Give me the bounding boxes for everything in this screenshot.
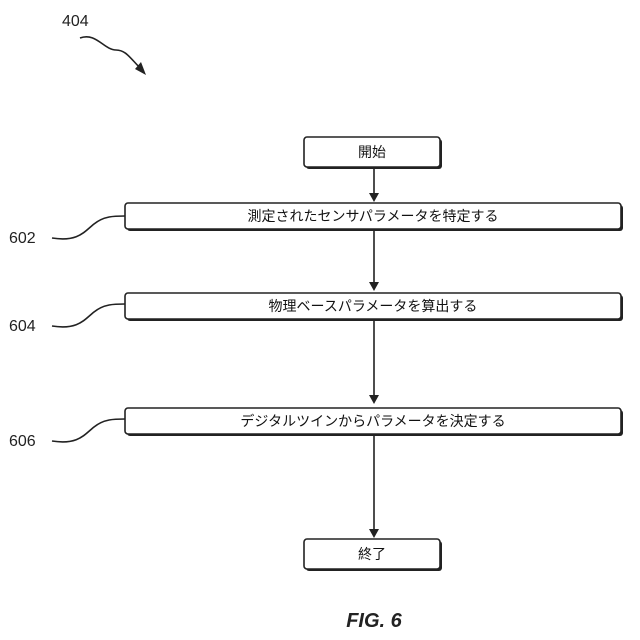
step-ref-606: 606 xyxy=(9,433,36,450)
leader-604 xyxy=(52,304,125,327)
end-label: 終了 xyxy=(358,547,386,563)
figure-ref-squiggle xyxy=(80,37,142,70)
arrowhead-604 xyxy=(369,282,379,291)
step-node-604: 物理ベースパラメータを算出する xyxy=(125,293,623,321)
start-node: 開始 xyxy=(304,137,442,169)
step-label-604: 物理ベースパラメータを算出する xyxy=(269,299,478,315)
arrowhead-end xyxy=(369,529,379,538)
arrowhead-606 xyxy=(369,395,379,404)
leader-606 xyxy=(52,419,125,442)
figure-ref-number: 404 xyxy=(62,13,89,30)
start-label: 開始 xyxy=(358,145,386,161)
figure-caption: FIG. 6 xyxy=(346,610,402,632)
arrowhead-602 xyxy=(369,193,379,202)
leader-602 xyxy=(52,216,125,239)
step-ref-602: 602 xyxy=(9,230,36,247)
step-label-602: 測定されたセンサパラメータを特定する xyxy=(247,209,498,225)
step-node-606: デジタルツインからパラメータを決定する xyxy=(125,408,623,436)
end-node: 終了 xyxy=(304,539,442,571)
step-node-602: 測定されたセンサパラメータを特定する xyxy=(125,203,623,231)
step-ref-604: 604 xyxy=(9,318,36,335)
step-label-606: デジタルツインからパラメータを決定する xyxy=(240,413,505,430)
